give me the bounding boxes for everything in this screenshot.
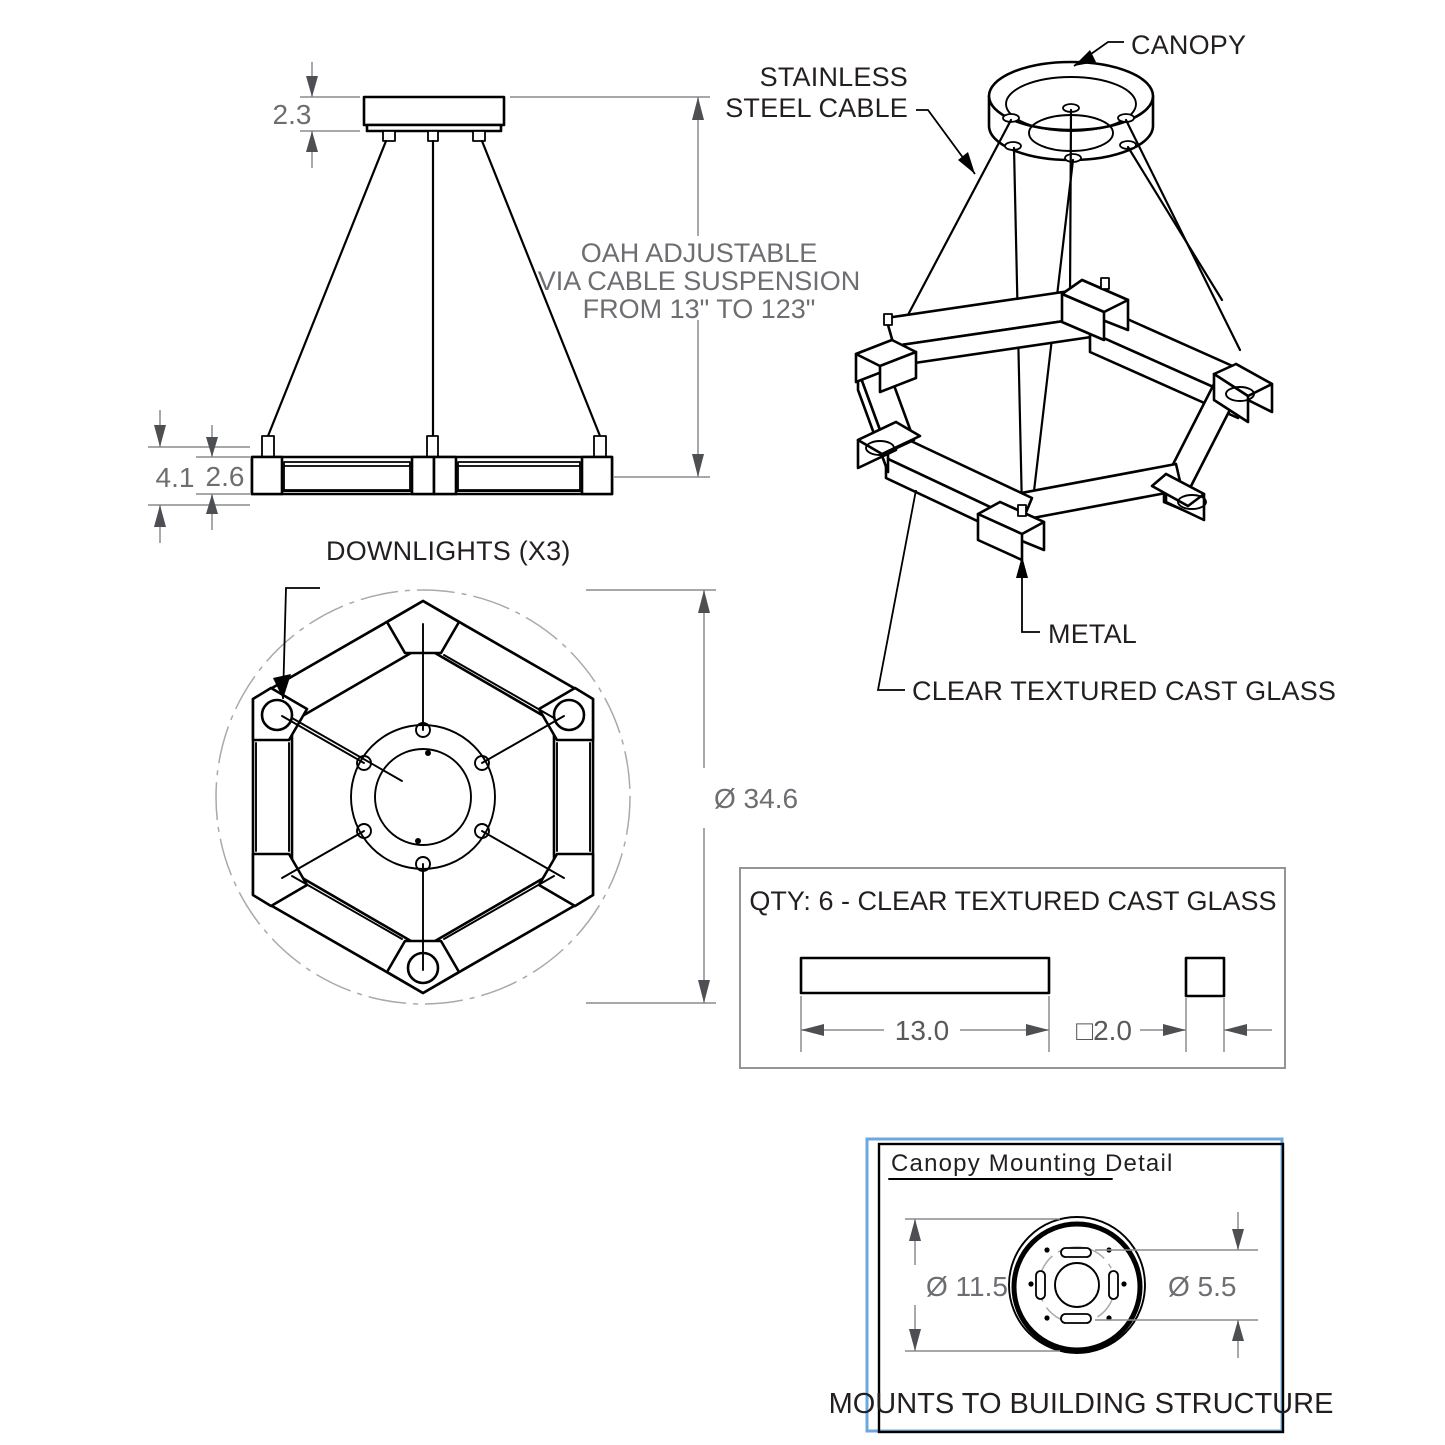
dim-canopy-inner-diameter: Ø 5.5 xyxy=(1095,1212,1258,1358)
isometric-view: CANOPY STAINLESS STEEL CABLE METAL CLEAR… xyxy=(725,30,1336,706)
dim-canopy-outer-diameter: Ø 11.5 xyxy=(905,1218,1060,1352)
glass-spec-title: QTY: 6 - CLEAR TEXTURED CAST GLASS xyxy=(749,886,1276,916)
downlight-upper-right xyxy=(552,698,586,732)
dim-overall-diameter: Ø 34.6 xyxy=(586,589,798,1004)
callout-metal-label: METAL xyxy=(1048,619,1137,649)
callout-downlights-label: DOWNLIGHTS (X3) xyxy=(326,536,571,566)
elevation-suspension-cables xyxy=(266,139,602,438)
iso-anchor-studs xyxy=(883,277,1110,517)
oah-note-line-3: FROM 13" TO 123" xyxy=(583,294,816,324)
callout-cable-label-line-1: STAINLESS xyxy=(760,62,908,92)
dim-ring-overall-height: 4.1 xyxy=(148,410,250,543)
dim-ring-body-height: 2.6 xyxy=(196,425,250,530)
callout-cable-label-line-2: STEEL CABLE xyxy=(725,93,908,123)
plan-construction-circle xyxy=(215,589,631,1005)
elevation-ring xyxy=(250,455,614,496)
iso-corner-blocks xyxy=(854,278,1274,562)
callout-clear-textured-cast-glass: CLEAR TEXTURED CAST GLASS xyxy=(876,489,1336,706)
elevation-cable-ferrules xyxy=(261,435,607,459)
dim-value-overall-diameter: Ø 34.6 xyxy=(714,783,798,814)
dim-value-glass-length: 13.0 xyxy=(895,1015,950,1046)
plan-view: DOWNLIGHTS (X3) Ø 34.6 xyxy=(215,536,798,1005)
canopy-mounting-detail-box: Canopy Mounting Detail xyxy=(829,1137,1334,1434)
callout-metal: METAL xyxy=(1016,556,1137,649)
canopy-detail-plate xyxy=(1008,1216,1146,1354)
plan-glass-bars xyxy=(255,623,591,971)
canopy-detail-footer: MOUNTS TO BUILDING STRUCTURE xyxy=(829,1388,1334,1420)
dim-value-glass-section: □2.0 xyxy=(1076,1015,1132,1046)
callout-downlights: DOWNLIGHTS (X3) xyxy=(273,536,571,700)
oah-note-line-1: OAH ADJUSTABLE xyxy=(581,238,818,268)
glass-spec-box: QTY: 6 - CLEAR TEXTURED CAST GLASS 13.0 … xyxy=(739,867,1286,1069)
oah-note-line-2: VIA CABLE SUSPENSION xyxy=(538,266,861,296)
dim-value-canopy-height: 2.3 xyxy=(273,99,312,130)
dim-canopy-height: 2.3 xyxy=(273,62,360,168)
glass-section-profile xyxy=(1184,956,1226,998)
plan-center-hub xyxy=(350,722,496,872)
plan-cable-runs xyxy=(281,623,565,971)
dim-value-canopy-inner-diameter: Ø 5.5 xyxy=(1168,1271,1236,1302)
dim-oah-adjustable xyxy=(510,96,710,478)
callout-canopy-label: CANOPY xyxy=(1131,30,1246,60)
iso-hexagon-frame xyxy=(854,277,1274,562)
dim-value-canopy-outer-diameter: Ø 11.5 xyxy=(926,1271,1008,1302)
callout-stainless-steel-cable: STAINLESS STEEL CABLE xyxy=(725,62,976,175)
elevation-view: 2.3 4.1 2.6 xyxy=(148,62,860,543)
dim-value-ring-body-height: 2.6 xyxy=(206,461,245,492)
callout-canopy: CANOPY xyxy=(1073,30,1246,67)
downlight-upper-left xyxy=(260,698,294,732)
dim-value-ring-overall-height: 4.1 xyxy=(156,462,195,493)
elevation-cable-anchors xyxy=(382,130,486,142)
oah-note: OAH ADJUSTABLE VIA CABLE SUSPENSION FROM… xyxy=(538,238,861,324)
dim-glass-section: □2.0 xyxy=(1076,998,1272,1052)
canopy-detail-title: Canopy Mounting Detail xyxy=(891,1150,1174,1177)
glass-bar-profile xyxy=(799,956,1051,995)
elevation-canopy xyxy=(362,95,506,133)
dim-glass-length: 13.0 xyxy=(800,996,1050,1052)
callout-glass-label: CLEAR TEXTURED CAST GLASS xyxy=(912,676,1336,706)
